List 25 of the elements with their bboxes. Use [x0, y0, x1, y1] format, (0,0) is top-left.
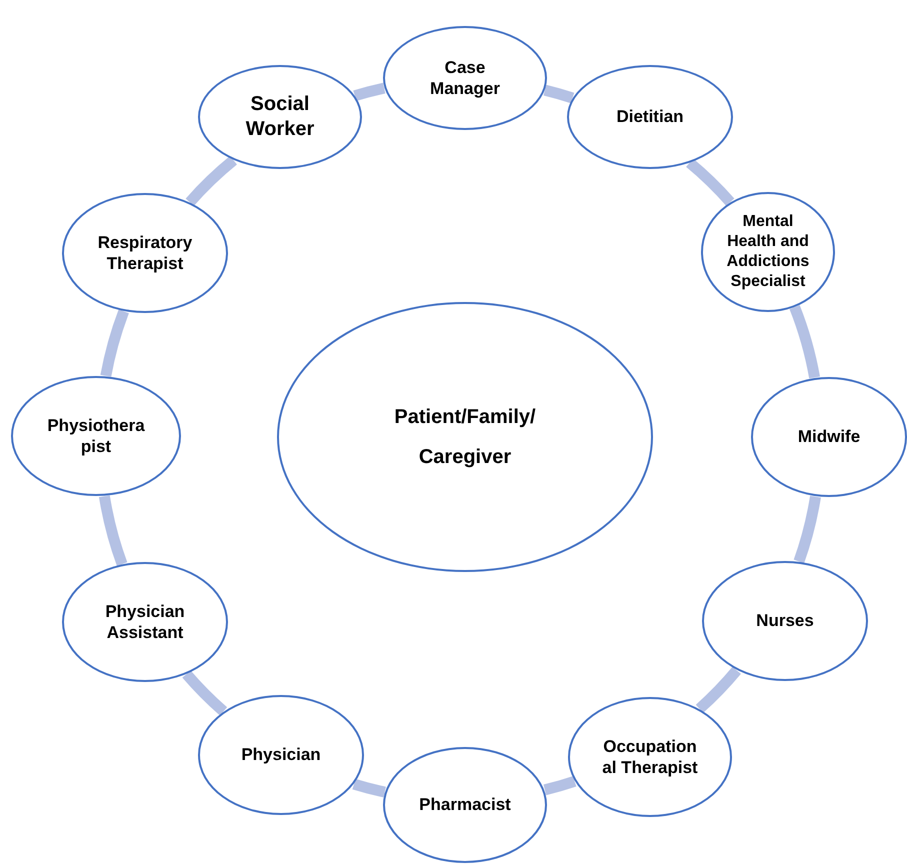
role-label: Nurses — [756, 610, 814, 632]
ring-connector — [99, 495, 128, 566]
role-label: Physician — [241, 744, 321, 766]
role-label: Physician Assistant — [104, 600, 186, 644]
ring-connector — [352, 778, 386, 798]
ring-connector — [543, 776, 576, 796]
ring-connector — [353, 82, 386, 101]
role-label: Social Worker — [244, 92, 316, 142]
role-label: Patient/Family/ Caregiver — [393, 405, 537, 470]
role-label: Dietitian — [616, 106, 684, 128]
ring-connector — [696, 666, 741, 713]
role-label: Midwife — [798, 426, 860, 448]
ring-connector — [186, 156, 238, 206]
ring-connector — [794, 496, 821, 564]
role-label: Mental Health and Addictions Specialist — [726, 212, 810, 292]
role-label: Pharmacist — [419, 794, 511, 816]
ring-connector — [182, 670, 228, 716]
role-label: Respiratory Therapist — [96, 232, 194, 274]
ring-connector — [789, 305, 820, 379]
role-label: Case Manager — [429, 56, 501, 100]
ring-connector — [543, 84, 574, 104]
role-label: Occupation al Therapist — [601, 736, 699, 778]
ring-connector — [686, 158, 734, 206]
role-label: Physiothera pist — [46, 414, 146, 458]
ring-connector — [100, 309, 129, 377]
